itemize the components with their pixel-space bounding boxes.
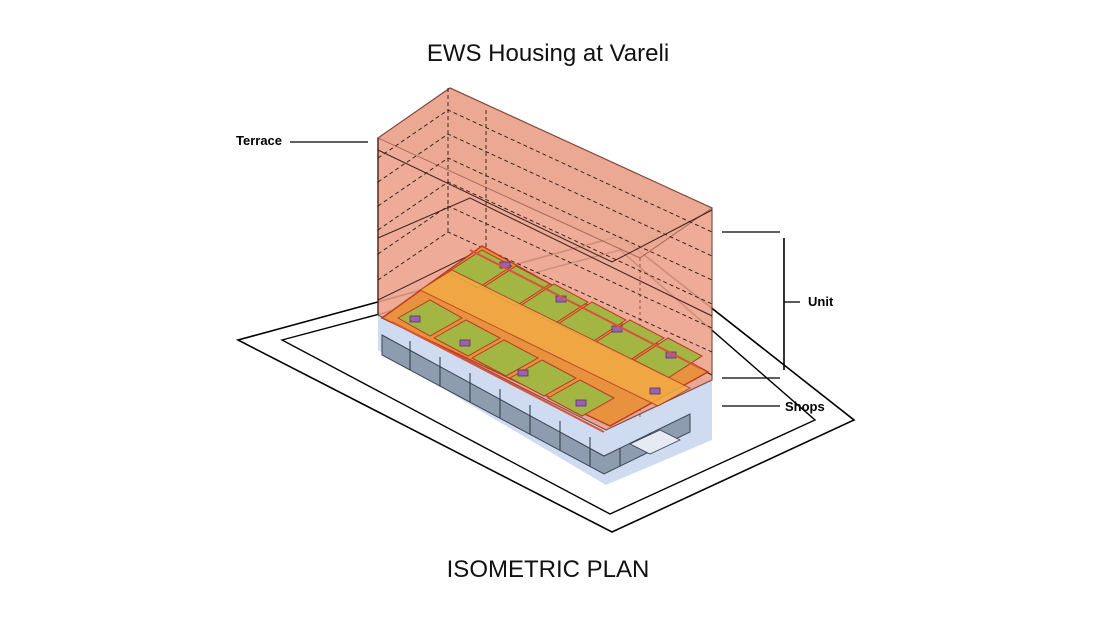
- shops-slab: [381, 334, 691, 475]
- corridor: [418, 269, 692, 407]
- terrace-label: Terrace: [236, 133, 283, 148]
- unit-row-front: [396, 299, 616, 417]
- shops-label: Shops: [785, 399, 825, 414]
- toilet-blocks: [409, 261, 677, 407]
- diagram-title: EWS Housing at Vareli: [426, 40, 670, 67]
- building-top-face: [376, 87, 714, 259]
- shop-light-unit: [629, 429, 681, 455]
- diagram-subtitle: ISOMETRIC PLAN: [446, 556, 650, 583]
- unit-label: Unit: [808, 294, 834, 309]
- unit-walls: [391, 249, 701, 433]
- floor-lines: [377, 88, 713, 353]
